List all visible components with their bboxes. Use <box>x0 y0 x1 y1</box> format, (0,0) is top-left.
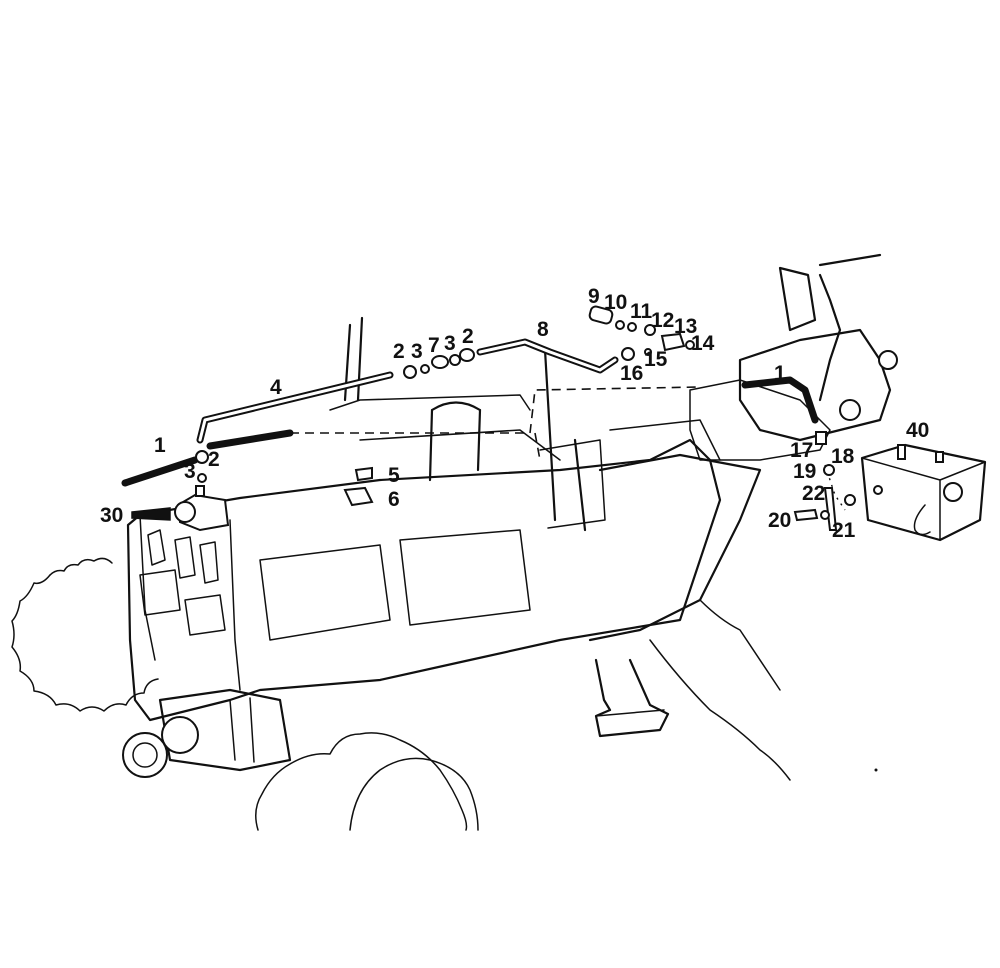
callout-labels: 1 2 3 30 4 2 3 7 3 2 8 9 10 11 12 13 14 … <box>100 285 929 542</box>
callout-2-top-b: 2 <box>462 325 474 348</box>
dotted-connector <box>824 464 846 511</box>
hose-segment-4 <box>206 429 294 450</box>
callout-6: 6 <box>388 488 400 511</box>
callout-2-top: 2 <box>393 340 405 363</box>
pipe-4 <box>196 371 394 444</box>
callout-15: 15 <box>644 348 668 371</box>
cab-step <box>594 658 670 738</box>
callout-20: 20 <box>768 509 791 532</box>
callout-30: 30 <box>100 504 123 527</box>
callout-1-left: 1 <box>154 434 166 457</box>
callout-18: 18 <box>831 445 855 468</box>
callout-10: 10 <box>604 291 627 314</box>
callout-12: 12 <box>651 309 674 332</box>
hydraulic-lines <box>121 338 846 511</box>
callout-8: 8 <box>537 318 549 341</box>
tank-40 <box>860 443 987 542</box>
bolt-5 <box>354 466 373 482</box>
front-wheel-lower <box>255 732 468 831</box>
front-left-tire <box>11 574 159 712</box>
callout-5: 5 <box>388 464 400 487</box>
clip-6 <box>343 486 374 507</box>
tractor-outline <box>11 253 898 831</box>
callout-21: 21 <box>832 519 856 542</box>
hose-1-left <box>121 456 199 487</box>
callout-7: 7 <box>428 334 440 357</box>
hose-1-right <box>741 376 819 424</box>
callout-16: 16 <box>620 362 643 385</box>
callout-1-right: 1 <box>774 362 786 385</box>
callout-3-top: 3 <box>411 340 423 363</box>
cab-pillar-right <box>543 348 587 532</box>
callout-40: 40 <box>906 419 929 442</box>
engine-hood <box>126 438 722 722</box>
cab-pillar-center <box>428 401 482 482</box>
callout-19: 19 <box>793 460 816 483</box>
callout-2-left: 2 <box>208 448 220 471</box>
fittings <box>131 305 856 532</box>
rear-lift-frame <box>778 253 882 402</box>
callout-17: 17 <box>790 439 813 462</box>
callout-11: 11 <box>630 300 653 323</box>
callout-3-top-b: 3 <box>444 332 456 355</box>
front-pto-assembly <box>158 688 292 772</box>
callout-22: 22 <box>802 482 825 505</box>
callout-14: 14 <box>691 332 715 355</box>
rear-right-tire <box>649 639 791 781</box>
rear-fender <box>588 453 762 642</box>
callout-9: 9 <box>588 285 600 308</box>
dashed-connector-a <box>290 386 701 434</box>
grille-openings <box>147 529 219 584</box>
callout-4: 4 <box>270 376 282 399</box>
dashed-connector-b <box>534 432 541 461</box>
callout-3-left: 3 <box>184 460 196 483</box>
callout-13: 13 <box>674 315 697 338</box>
